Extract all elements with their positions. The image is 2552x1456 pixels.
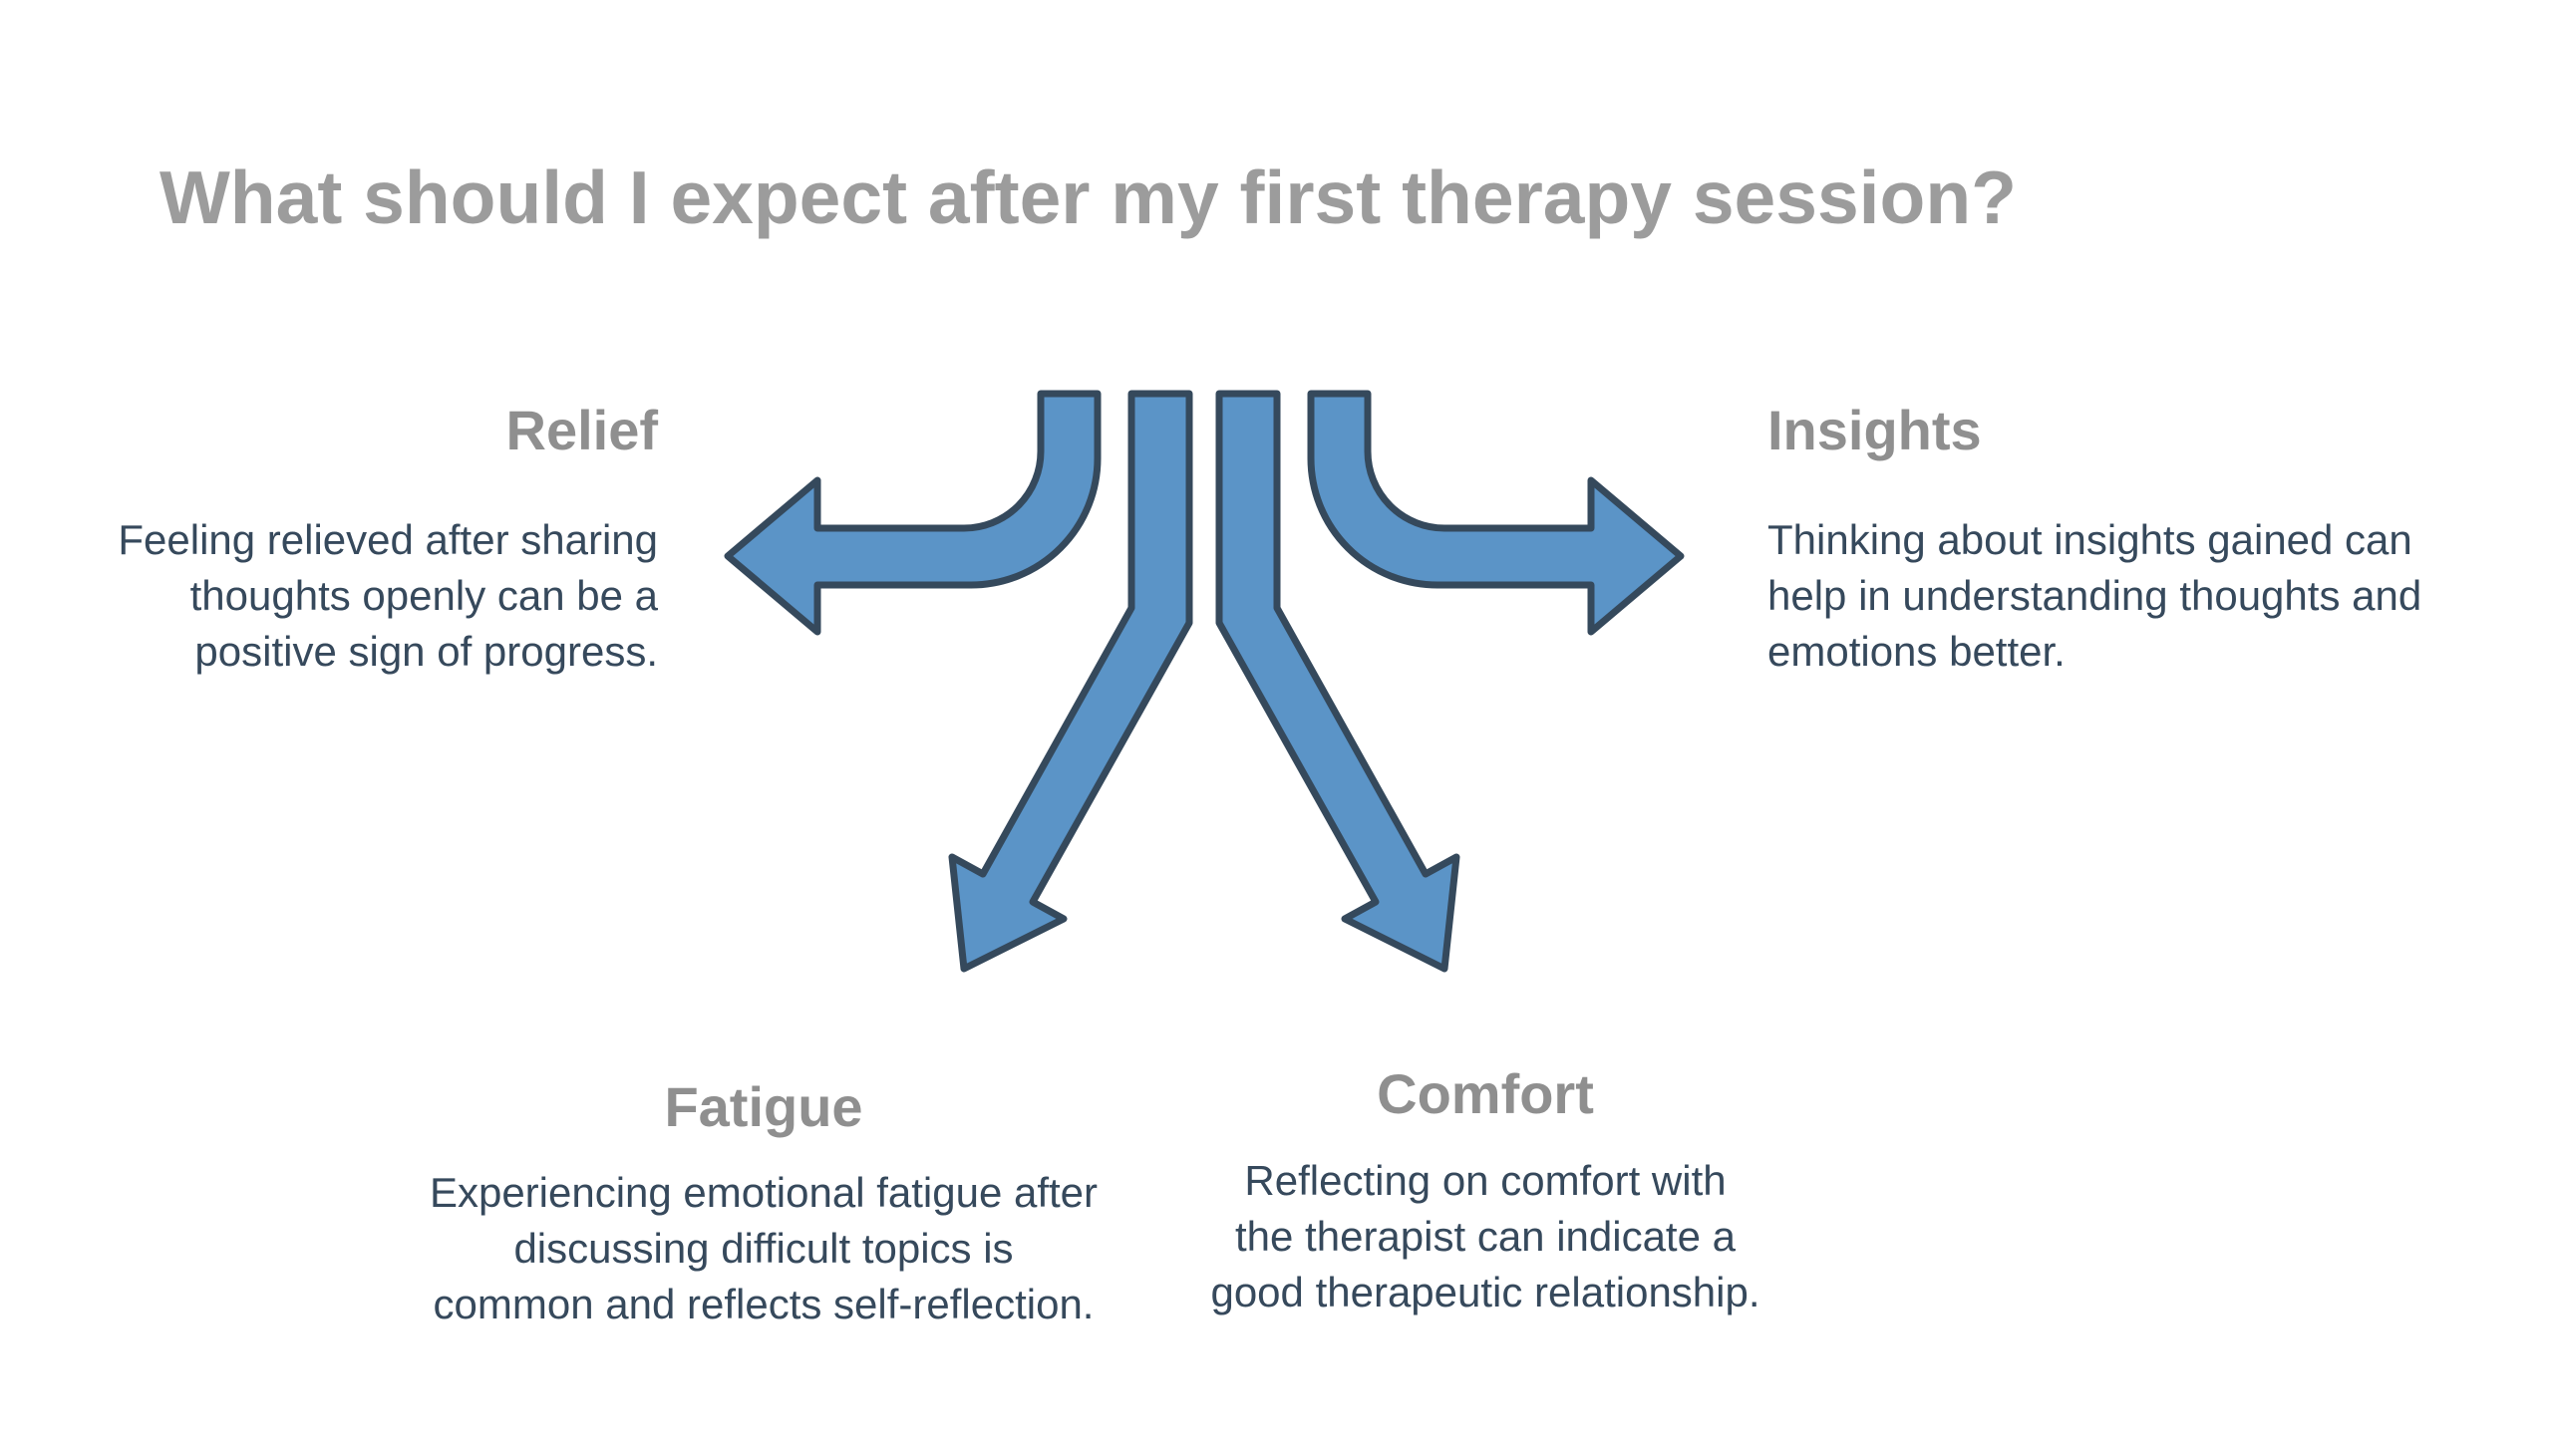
relief-heading: Relief bbox=[505, 399, 659, 461]
arrow-down-left-icon bbox=[948, 390, 1193, 973]
fatigue-description: Experiencing emotional fatigue after dis… bbox=[429, 1169, 1099, 1327]
page-title: What should I expect after my first ther… bbox=[160, 155, 2017, 239]
insights-description: Thinking about insights gained can help … bbox=[1767, 516, 2422, 675]
comfort-heading: Comfort bbox=[1377, 1062, 1594, 1125]
relief-description: Feeling relieved after sharing thoughts … bbox=[118, 516, 658, 675]
fatigue-heading: Fatigue bbox=[664, 1075, 863, 1138]
comfort-description: Reflecting on comfort with the therapist… bbox=[1210, 1157, 1760, 1315]
arrow-down-right-icon bbox=[1215, 390, 1460, 973]
arrow-group bbox=[724, 390, 1685, 973]
arrow-right-icon bbox=[1307, 390, 1685, 636]
arrow-left-icon bbox=[724, 390, 1102, 636]
insights-heading: Insights bbox=[1767, 399, 1982, 461]
